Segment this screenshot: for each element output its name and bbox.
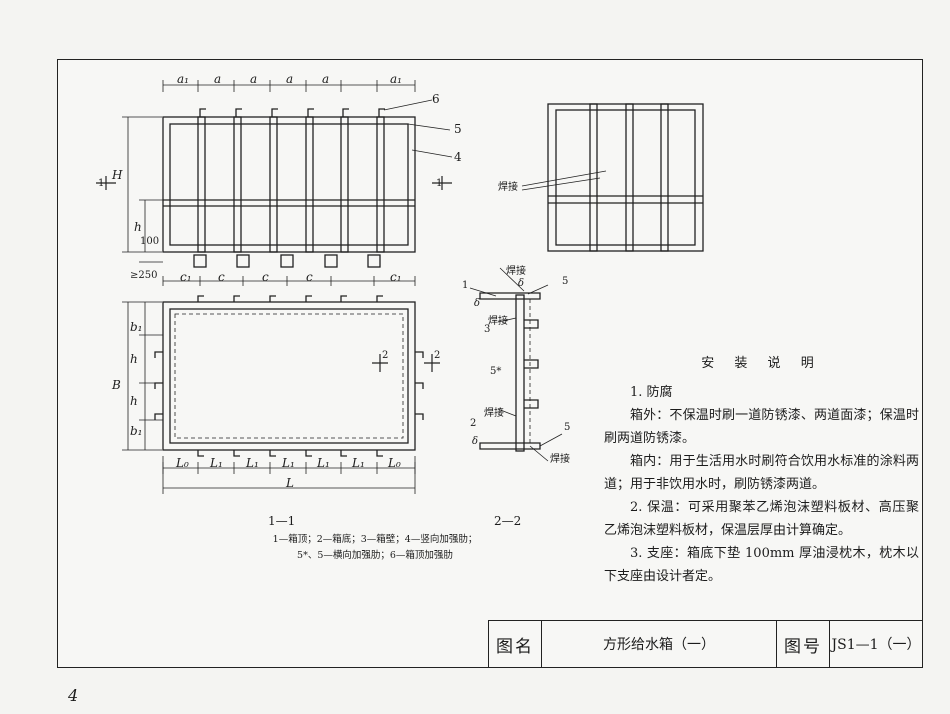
dim-h: h: [130, 394, 138, 408]
dim-L1: L₁: [282, 456, 295, 470]
dim-L1: L₁: [352, 456, 365, 470]
note-3: 3. 支座：箱底下垫 100mm 厚油浸枕木，枕木以下支座由设计者定。: [604, 546, 919, 584]
callout-1: 1: [462, 280, 469, 291]
notes-title: 安 装 说 明: [701, 356, 822, 371]
dim-L: L: [286, 476, 294, 490]
cut-mark-2-right: 2: [434, 350, 441, 361]
page-number: 4: [68, 686, 79, 705]
callout-2: 2: [470, 418, 477, 429]
note-1: 1. 防腐: [630, 385, 673, 400]
dim-h: h: [130, 352, 138, 366]
dim-L1: L₁: [210, 456, 223, 470]
weld-label: 焊接: [506, 266, 526, 277]
callout-5: 5: [454, 122, 462, 136]
weld-label: 焊接: [550, 454, 570, 465]
dim-L1: L₁: [317, 456, 330, 470]
front-elevation: [96, 80, 453, 286]
note-1b: 箱内：用于生活用水时刷符合饮用水标准的涂料两道；用于非饮用水时，刷防锈漆两道。: [604, 454, 919, 492]
dim-c1-right: c₁: [390, 270, 402, 284]
dim-c: c: [218, 270, 225, 284]
dim-100: 100: [140, 236, 160, 247]
note-2: 2. 保温：可采用聚苯乙烯泡沫塑料板材、高压聚乙烯泡沫塑料板材，保温层厚由计算确…: [604, 500, 919, 538]
section-2-2-detail: [469, 267, 563, 462]
dim-delta: δ: [518, 278, 525, 289]
dim-B: B: [112, 378, 121, 392]
vertical-stiffeners: [197, 116, 385, 253]
dim-L1: L₁: [246, 456, 259, 470]
legend-line-2: 5*、5—横向加强肋；6—箱顶加强肋: [297, 550, 453, 561]
legend: 1—箱顶；2—箱底；3—箱壁；4—竖向加强肋； 5*、5—横向加强肋；6—箱顶加…: [240, 532, 510, 564]
dim-delta: δ: [472, 436, 479, 447]
drawing-name: 方形给水箱（一）: [542, 621, 777, 667]
dim-a1-left: a₁: [177, 72, 189, 86]
dim-b1-top: b₁: [130, 320, 143, 334]
dim-b1-bottom: b₁: [130, 424, 143, 438]
installation-notes: 安 装 说 明 1. 防腐 箱外：不保温时刷一道防锈漆、两道面漆；保温时刷两道防…: [604, 352, 919, 588]
dim-c1-left: c₁: [180, 270, 192, 284]
dim-a: a: [214, 72, 222, 86]
callout-4: 4: [454, 150, 462, 164]
drawing-number-label: 图号: [777, 621, 830, 667]
callout-5-star: 5*: [490, 366, 502, 377]
drawing-name-label: 图名: [489, 621, 542, 667]
callout-5: 5: [562, 276, 569, 287]
cut-mark-2-left: 2: [382, 350, 389, 361]
section-1-1: [521, 103, 704, 252]
dim-a: a: [322, 72, 330, 86]
dim-L0-right: L₀: [388, 456, 401, 470]
plan-view: [122, 295, 440, 494]
callout-5: 5: [564, 422, 571, 433]
callout-6: 6: [432, 92, 440, 106]
dim-h: h: [134, 220, 142, 234]
cut-mark-1-right: 1: [436, 178, 443, 189]
cut-mark-1-left: 1: [98, 178, 105, 189]
note-1a: 箱外：不保温时刷一道防锈漆、两道面漆；保温时刷两道防锈漆。: [604, 408, 919, 446]
dim-a: a: [286, 72, 294, 86]
support-blocks: [193, 254, 381, 268]
legend-line-1: 1—箱顶；2—箱底；3—箱壁；4—竖向加强肋；: [272, 534, 478, 545]
dim-a1-right: a₁: [390, 72, 402, 86]
section-label-2-2: 2—2: [494, 514, 522, 528]
dim-250: ≥250: [130, 270, 158, 281]
dim-delta: δ: [474, 298, 481, 309]
dim-c: c: [306, 270, 313, 284]
dim-a: a: [250, 72, 258, 86]
dim-c: c: [262, 270, 269, 284]
title-block: 图名 方形给水箱（一） 图号 JS1—1（一）: [488, 620, 922, 667]
weld-label: 焊接: [484, 408, 504, 419]
weld-label: 焊接: [488, 316, 508, 327]
drawing-number: JS1—1（一）: [831, 637, 921, 653]
weld-label: 焊接: [498, 182, 518, 193]
section-label-1-1: 1—1: [268, 514, 296, 528]
callout-3: 3: [484, 324, 491, 335]
dim-H: H: [112, 168, 123, 182]
dim-L0-left: L₀: [176, 456, 189, 470]
drawing-sheet: [57, 59, 923, 668]
